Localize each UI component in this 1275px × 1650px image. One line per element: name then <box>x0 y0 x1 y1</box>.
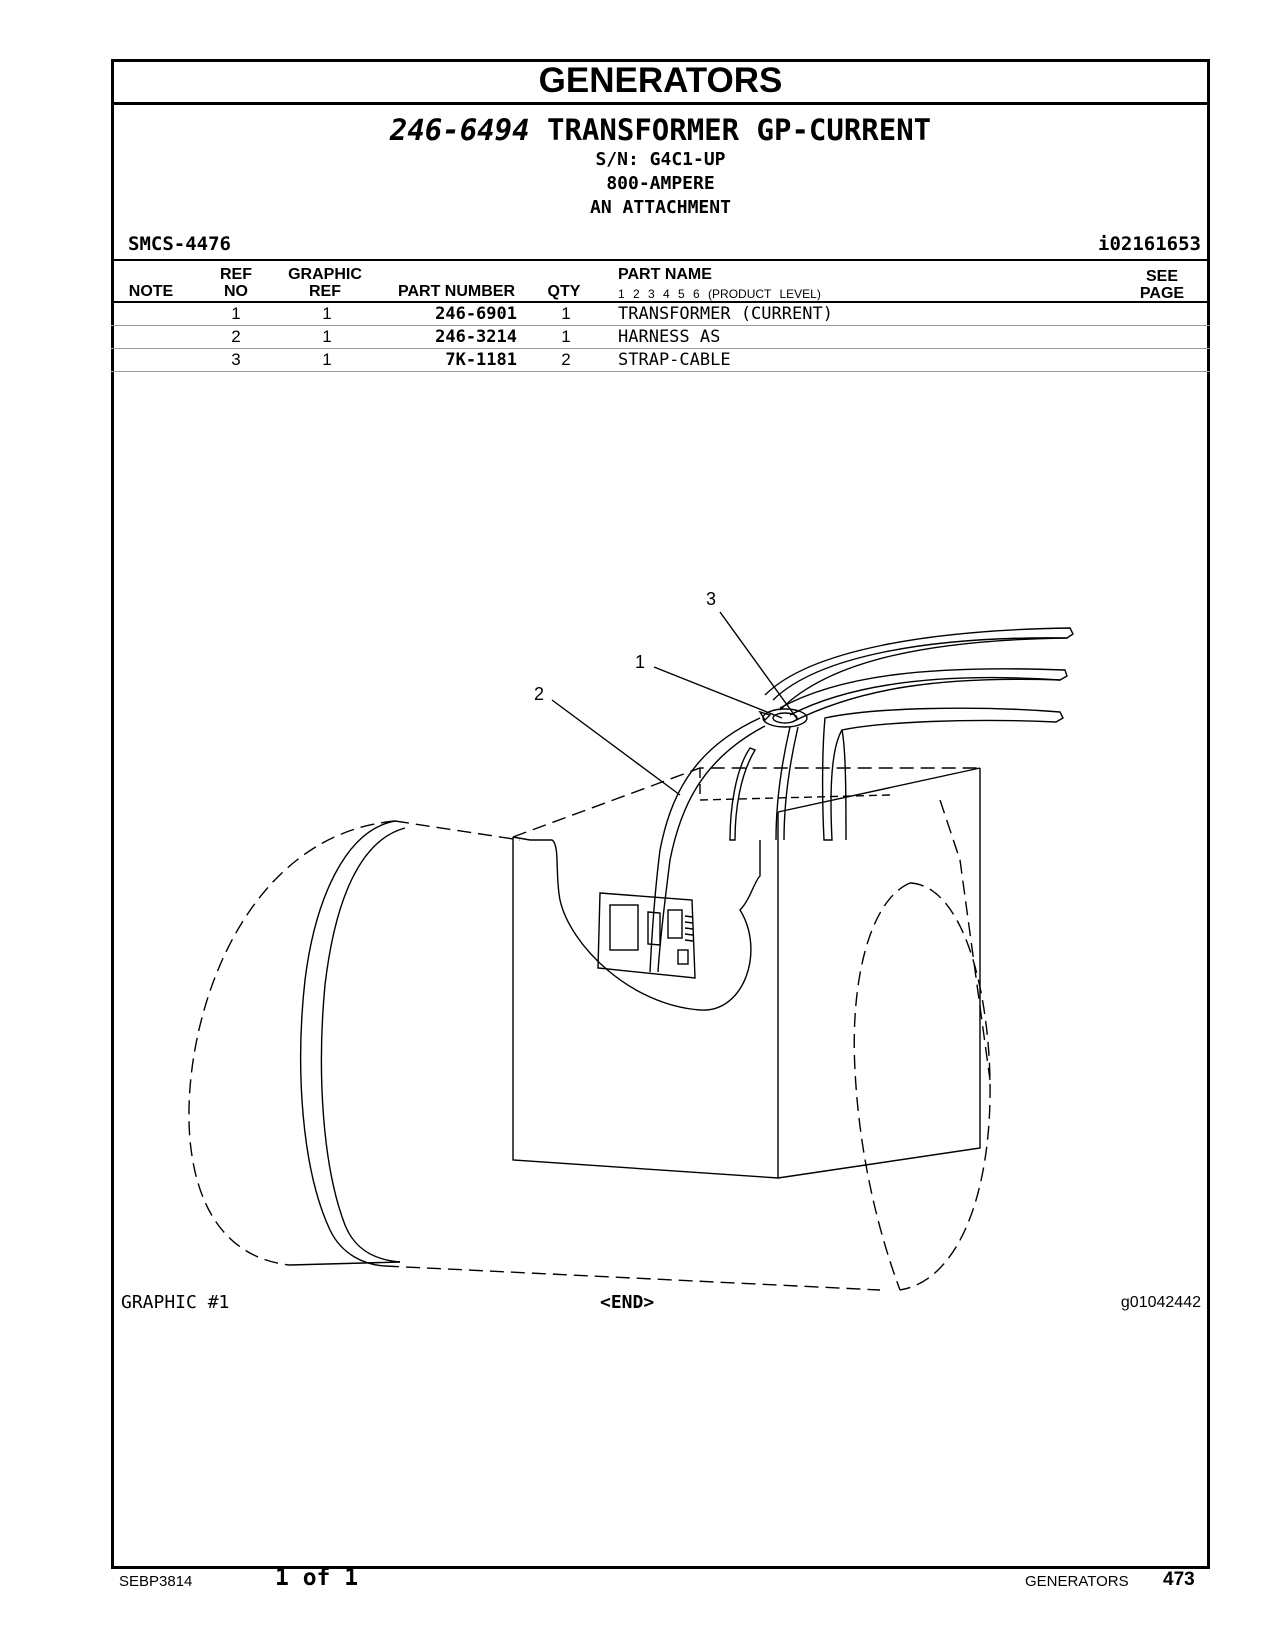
col-part-number: PART NUMBER <box>397 283 515 300</box>
generator-bottom <box>384 1265 881 1291</box>
row-1-graphic: 1 <box>322 304 332 323</box>
callout-2: 2 <box>534 684 544 704</box>
row-3-part-number[interactable]: 7K-1181 <box>445 350 517 370</box>
footer-document-number: SEBP3814 <box>119 1573 193 1590</box>
table-header-rule <box>111 301 1210 303</box>
footer-page-number: 473 <box>1163 1569 1195 1590</box>
col-graphic-bottom: REF <box>309 283 341 300</box>
header-rule <box>111 259 1210 261</box>
row-2-ref: 2 <box>231 327 241 346</box>
product-levels: 1 2 3 4 5 6 (PRODUCT LEVEL) <box>618 287 821 301</box>
row-1-qty: 1 <box>561 304 571 323</box>
harness-wires <box>649 717 799 973</box>
row-divider <box>111 348 1210 349</box>
col-qty: QTY <box>547 283 581 300</box>
row-1-part-number[interactable]: 246-6901 <box>435 304 517 324</box>
col-see-top: SEE <box>1145 268 1178 285</box>
callout-3: 3 <box>706 589 716 609</box>
control-box <box>512 767 981 1179</box>
parts-drawing: 3 1 2 <box>188 589 1074 1291</box>
smcs-code: SMCS-4476 <box>128 233 231 255</box>
col-graphic: GRAPHIC REF <box>280 266 370 300</box>
col-ref-top: REF <box>220 266 252 283</box>
info-id: i02161653 <box>1098 233 1201 255</box>
group-name: TRANSFORMER GP-CURRENT <box>547 113 932 147</box>
col-see-page: SEE PAGE <box>1132 268 1192 302</box>
generator-right-end <box>853 799 991 1291</box>
group-part-number: 246-6494 <box>389 113 530 147</box>
row-divider <box>111 325 1210 326</box>
footer-page-of: 1 of 1 <box>275 1565 359 1591</box>
row-2-part-name: HARNESS AS <box>618 327 721 347</box>
col-ref: REF NO <box>210 266 262 300</box>
cable-straps <box>764 627 1074 841</box>
row-2-graphic: 1 <box>322 327 332 346</box>
attachment: AN ATTACHMENT <box>590 197 731 218</box>
row-3-part-name: STRAP-CABLE <box>618 350 731 370</box>
col-see-bottom: PAGE <box>1139 285 1185 302</box>
row-3-graphic: 1 <box>322 350 332 369</box>
circuit-board <box>597 892 696 979</box>
row-3-ref: 3 <box>231 350 241 369</box>
row-1-part-name: TRANSFORMER (CURRENT) <box>618 304 833 324</box>
page-title: GENERATORS <box>111 59 1210 105</box>
callout-1: 1 <box>635 652 645 672</box>
generator-left-end <box>188 820 521 1267</box>
row-2-part-number[interactable]: 246-3214 <box>435 327 517 347</box>
col-graphic-top: GRAPHIC <box>288 266 362 283</box>
footer-section: GENERATORS <box>1025 1573 1129 1590</box>
row-1-ref: 1 <box>231 304 241 323</box>
row-divider <box>111 371 1210 372</box>
graphic-label: GRAPHIC #1 <box>121 1292 230 1313</box>
col-note: NOTE <box>128 283 174 300</box>
page-frame <box>111 59 1210 1569</box>
graphic-id: g01042442 <box>1120 1294 1201 1311</box>
row-2-qty: 1 <box>561 327 571 346</box>
col-ref-bottom: NO <box>224 283 248 300</box>
serial-number: S/N: G4C1-UP <box>595 149 726 170</box>
callout-leaders <box>551 611 799 796</box>
rating: 800-AMPERE <box>606 173 715 194</box>
end-marker: <END> <box>600 1292 655 1313</box>
group-title: 246-6494 TRANSFORMER GP-CURRENT <box>111 112 1210 148</box>
col-part-name: PART NAME <box>618 266 712 283</box>
row-3-qty: 2 <box>561 350 571 369</box>
